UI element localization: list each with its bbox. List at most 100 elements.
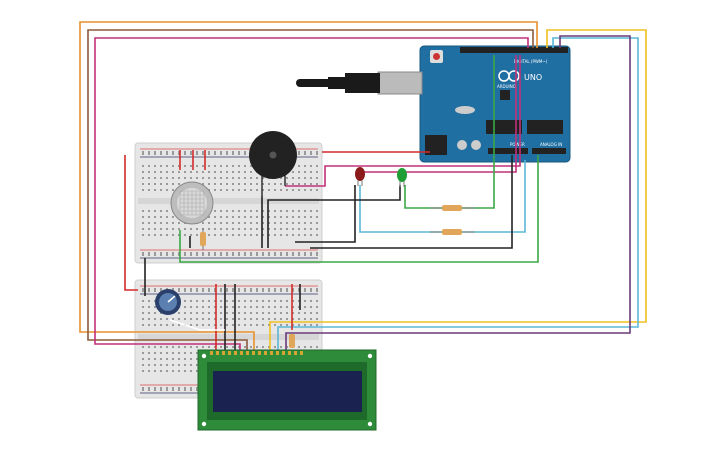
breadboard-hole bbox=[190, 177, 192, 179]
breadboard-hole bbox=[250, 183, 252, 185]
breadboard-hole bbox=[208, 290, 210, 292]
breadboard-hole bbox=[292, 290, 294, 292]
breadboard-hole bbox=[286, 252, 288, 254]
breadboard-hole bbox=[148, 183, 150, 185]
breadboard-hole bbox=[166, 216, 168, 218]
breadboard-hole bbox=[184, 358, 186, 360]
breadboard-hole bbox=[178, 358, 180, 360]
breadboard-hole bbox=[196, 358, 198, 360]
breadboard-hole bbox=[232, 346, 234, 348]
breadboard-hole bbox=[316, 254, 318, 256]
breadboard-hole bbox=[316, 252, 318, 254]
breadboard-hole bbox=[304, 324, 306, 326]
breadboard-hole bbox=[238, 234, 240, 236]
breadboard-hole bbox=[244, 189, 246, 191]
breadboard-hole bbox=[262, 312, 264, 314]
breadboard-hole bbox=[190, 324, 192, 326]
breadboard-hole bbox=[286, 189, 288, 191]
breadboard-hole bbox=[232, 189, 234, 191]
breadboard-hole bbox=[274, 183, 276, 185]
breadboard-hole bbox=[184, 252, 186, 254]
breadboard-hole bbox=[148, 222, 150, 224]
breadboard-hole bbox=[238, 222, 240, 224]
breadboard-hole bbox=[160, 228, 162, 230]
breadboard-hole bbox=[214, 254, 216, 256]
breadboard-hole bbox=[214, 318, 216, 320]
breadboard-hole bbox=[304, 216, 306, 218]
breadboard-hole bbox=[166, 151, 168, 153]
breadboard-hole bbox=[220, 210, 222, 212]
breadboard-hole bbox=[148, 352, 150, 354]
breadboard-hole bbox=[316, 228, 318, 230]
breadboard-hole bbox=[172, 387, 174, 389]
breadboard-hole bbox=[190, 288, 192, 290]
breadboard-hole bbox=[310, 306, 312, 308]
breadboard-hole bbox=[268, 252, 270, 254]
breadboard-hole bbox=[250, 177, 252, 179]
breadboard-hole bbox=[268, 234, 270, 236]
breadboard-hole bbox=[280, 183, 282, 185]
breadboard-hole bbox=[208, 234, 210, 236]
breadboard-hole bbox=[148, 254, 150, 256]
breadboard-hole bbox=[214, 216, 216, 218]
breadboard-hole bbox=[166, 346, 168, 348]
breadboard-hole bbox=[178, 352, 180, 354]
breadboard-hole bbox=[190, 165, 192, 167]
breadboard-hole bbox=[280, 210, 282, 212]
lcd-pin bbox=[222, 351, 225, 355]
breadboard-hole bbox=[292, 318, 294, 320]
breadboard-hole bbox=[304, 254, 306, 256]
breadboard-hole bbox=[256, 288, 258, 290]
breadboard-hole bbox=[262, 346, 264, 348]
breadboard-hole bbox=[148, 153, 150, 155]
breadboard-hole bbox=[172, 346, 174, 348]
breadboard-hole bbox=[166, 387, 168, 389]
arduino-uno: UNO ARDUINO DIGITAL (PWM~) ANALOG IN POW… bbox=[377, 45, 571, 163]
breadboard-hole bbox=[244, 290, 246, 292]
breadboard-hole bbox=[250, 210, 252, 212]
breadboard-hole bbox=[274, 216, 276, 218]
breadboard-hole bbox=[298, 222, 300, 224]
breadboard-hole bbox=[196, 352, 198, 354]
breadboard-hole bbox=[208, 222, 210, 224]
breadboard-hole bbox=[310, 189, 312, 191]
breadboard-hole bbox=[220, 153, 222, 155]
breadboard-hole bbox=[172, 389, 174, 391]
breadboard-hole bbox=[316, 318, 318, 320]
breadboard-hole bbox=[250, 312, 252, 314]
breadboard-hole bbox=[166, 324, 168, 326]
breadboard-hole bbox=[154, 300, 156, 302]
breadboard-hole bbox=[154, 318, 156, 320]
breadboard-hole bbox=[172, 370, 174, 372]
breadboard-hole bbox=[238, 254, 240, 256]
breadboard-hole bbox=[196, 306, 198, 308]
breadboard-hole bbox=[142, 254, 144, 256]
breadboard-hole bbox=[202, 306, 204, 308]
breadboard-hole bbox=[220, 151, 222, 153]
breadboard-hole bbox=[148, 370, 150, 372]
breadboard-hole bbox=[160, 364, 162, 366]
breadboard-hole bbox=[166, 183, 168, 185]
breadboard-hole bbox=[298, 318, 300, 320]
breadboard-hole bbox=[214, 189, 216, 191]
breadboard-hole bbox=[160, 352, 162, 354]
breadboard-hole bbox=[226, 189, 228, 191]
breadboard-hole bbox=[202, 165, 204, 167]
breadboard-hole bbox=[310, 177, 312, 179]
breadboard-hole bbox=[226, 324, 228, 326]
breadboard-hole bbox=[268, 300, 270, 302]
breadboard-hole bbox=[316, 177, 318, 179]
breadboard-hole bbox=[238, 324, 240, 326]
breadboard-hole bbox=[208, 153, 210, 155]
breadboard-hole bbox=[316, 324, 318, 326]
breadboard-hole bbox=[208, 288, 210, 290]
breadboard-hole bbox=[316, 216, 318, 218]
breadboard-hole bbox=[304, 288, 306, 290]
breadboard-hole bbox=[166, 177, 168, 179]
breadboard-hole bbox=[292, 252, 294, 254]
breadboard-hole bbox=[244, 252, 246, 254]
breadboard-hole bbox=[232, 234, 234, 236]
breadboard-hole bbox=[244, 222, 246, 224]
breadboard-hole bbox=[310, 346, 312, 348]
breadboard-hole bbox=[160, 318, 162, 320]
